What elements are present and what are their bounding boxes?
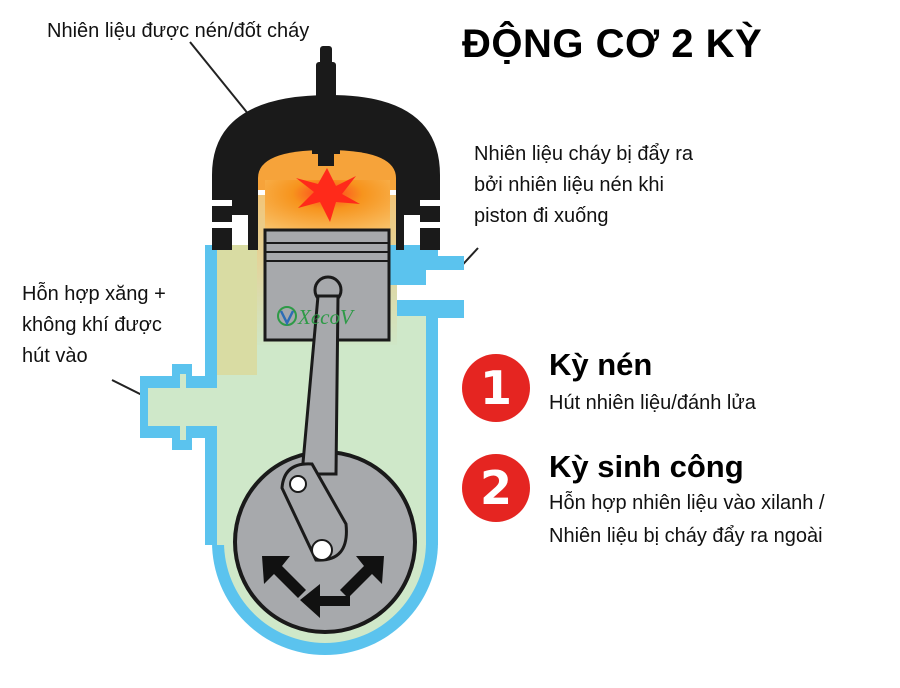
rotation-arrows-icon	[262, 556, 384, 618]
stroke-1-title: Kỳ nén	[549, 347, 653, 382]
stroke-1-badge: 1	[462, 354, 530, 422]
page-title: ĐỘNG CƠ 2 KỲ	[462, 22, 763, 66]
label-exhaust: Nhiên liệu cháy bị đẩy ra bởi nhiên liệu…	[474, 143, 694, 227]
combustion-flame	[265, 168, 390, 235]
stroke-1-description: Hút nhiên liệu/đánh lửa	[549, 392, 756, 414]
stroke-2-description: Hỗn hợp nhiên liệu vào xilanh / Nhiên li…	[549, 492, 825, 547]
spark-plug-icon	[308, 46, 344, 166]
xecov-logo: XecoV	[277, 305, 355, 329]
stroke-2-badge: 2	[462, 454, 530, 522]
logo-text: XecoV	[297, 305, 355, 329]
label-intake: Hỗn hợp xăng + không khí được hút vào	[22, 283, 166, 367]
stroke-2-title: Kỳ sinh công	[549, 449, 744, 484]
label-compression-combustion: Nhiên liệu được nén/đốt cháy	[47, 20, 310, 42]
connecting-rod	[280, 294, 348, 562]
